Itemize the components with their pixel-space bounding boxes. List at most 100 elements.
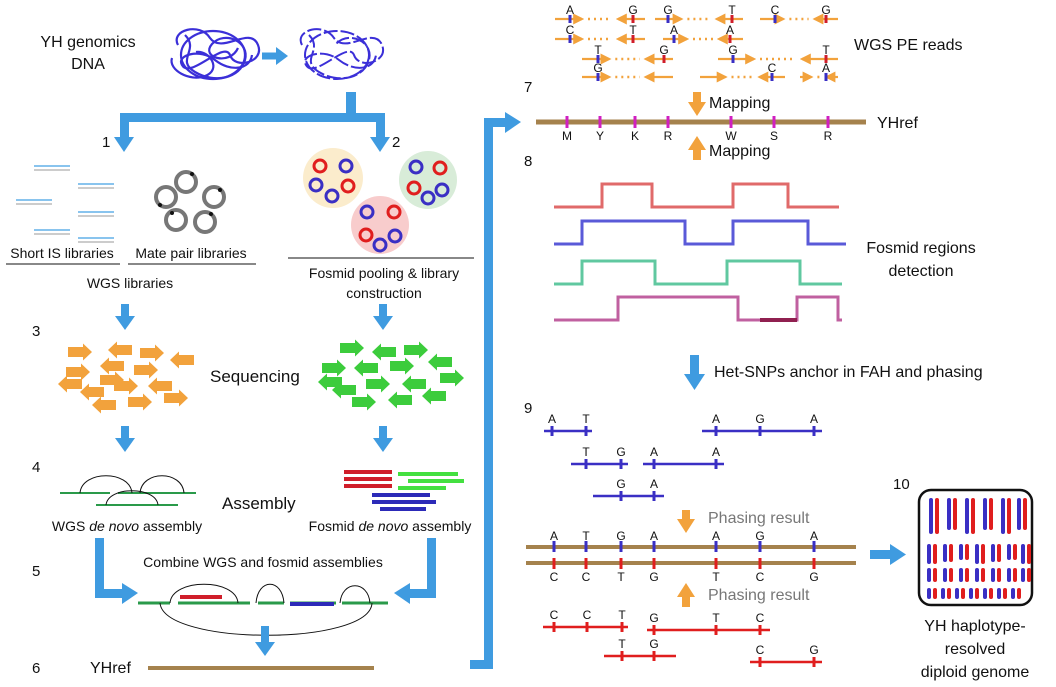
fosmid-read-arrows [318, 339, 464, 411]
haplotype-2-tick [652, 558, 656, 569]
merge-arrows [95, 538, 436, 604]
read-allele-label: A [712, 445, 720, 459]
pe-read-base: C [768, 61, 777, 75]
haplotype-1-allele: G [616, 529, 625, 543]
wgs-read-arrow [92, 396, 116, 414]
pe-read-pair: A [800, 61, 838, 83]
fosmid-coverage-tracks [554, 182, 846, 322]
pe-read-base: T [594, 43, 602, 57]
haplotype-2-allele: G [649, 570, 658, 584]
iupac-code-label: M [562, 129, 572, 143]
wgs-read-arrow [164, 389, 188, 407]
haplotype-2-allele: C [756, 570, 765, 584]
read-allele-label: A [650, 445, 658, 459]
wgs-de-novo-assembly-label: WGS de novo assembly [52, 518, 202, 534]
fosmid-read-arrow [404, 341, 428, 359]
fosmid-clone-circles [308, 158, 450, 253]
pe-read-base: C [771, 3, 780, 17]
fosmid-read-arrow [372, 343, 396, 361]
haplotype-2-tick [552, 558, 556, 569]
phasing-arrow-down [677, 510, 695, 533]
step-number-6: 6 [32, 660, 40, 677]
fosmid-pooling-label-line-1: Fosmid pooling & library [309, 265, 459, 281]
chromosome-pair [959, 568, 969, 582]
pe-read-base: T [822, 43, 830, 57]
chromosome-pair [929, 498, 939, 534]
fosmid-regions-label-line-2: detection [889, 263, 954, 280]
haplotype-1-tick [812, 541, 816, 552]
down-arrows-to-assembly [115, 426, 393, 452]
chromosome-pair [941, 588, 951, 599]
chromosome-pair [1017, 498, 1027, 530]
snp-tick [729, 116, 733, 128]
phasing-result-bottom-label: Phasing result [708, 587, 810, 604]
haplotype-1-allele: A [550, 529, 558, 543]
iupac-code-label: K [631, 129, 639, 143]
pe-read-base: G [663, 3, 672, 17]
read-allele-label: G [649, 637, 658, 651]
read-allele-label: G [616, 445, 625, 459]
pe-read-base: G [659, 43, 668, 57]
down-arrows-to-sequencing [115, 304, 393, 330]
fosmid-de-novo-assembly-label: Fosmid de novo assembly [309, 518, 472, 534]
het-snps-label: Het-SNPs anchor in FAH and phasing [714, 364, 983, 381]
wgs-read-arrow [66, 363, 90, 381]
haplotype-2-allele: G [809, 570, 818, 584]
pe-read-base: T [728, 3, 736, 17]
haplotype-1-tick [619, 541, 623, 552]
mapping-arrow-up [688, 136, 706, 160]
wgs-read-arrow [100, 357, 124, 375]
read-allele-label: C [756, 611, 765, 625]
pe-read-base: A [726, 23, 734, 37]
haplotype-2-tick [812, 558, 816, 569]
haplotype-2-allele: T [712, 570, 720, 584]
pe-read-base: G [821, 3, 830, 17]
arrow-to-diploid-genome [870, 544, 906, 565]
read-allele-label: C [583, 608, 592, 622]
chromosome-pair [927, 544, 937, 564]
pe-read-base: G [628, 3, 637, 17]
chromosome-pair [1021, 544, 1031, 564]
chromosome-pair [943, 544, 953, 562]
chromosome-pair [983, 588, 993, 599]
mate-pair-circle-icons [154, 170, 226, 234]
wgs-assembly-contigs [60, 475, 196, 506]
chromosome-pair [997, 588, 1007, 599]
step-number-9: 9 [524, 400, 532, 417]
mapping-arrow-down [688, 92, 706, 116]
yhref-left-label: YHref [90, 660, 131, 677]
chromosome-pair [965, 498, 975, 534]
step-number-1: 1 [102, 134, 110, 151]
chromosome-pair [969, 588, 979, 599]
pe-read-base: G [728, 43, 737, 57]
mate-pair-libraries-label: Mate pair libraries [135, 245, 246, 261]
haplotype-2-allele: C [550, 570, 559, 584]
haplotype-2-tick [619, 558, 623, 569]
combine-assemblies-label: Combine WGS and fosmid assemblies [143, 554, 383, 570]
fosmid-read-arrow [318, 373, 342, 391]
haplotype-2-tick [584, 558, 588, 569]
chromosome-pair [975, 568, 985, 582]
iupac-code-label: R [824, 129, 833, 143]
flow-branch-arrows [114, 92, 390, 152]
haplotype-1-tick [714, 541, 718, 552]
dna-to-fragment-arrowhead [276, 47, 288, 65]
iupac-code-label: R [664, 129, 673, 143]
chromosome-pair [1007, 568, 1017, 582]
fosmid-read-arrow [354, 359, 378, 377]
phasing-result-top-label: Phasing result [708, 510, 810, 527]
